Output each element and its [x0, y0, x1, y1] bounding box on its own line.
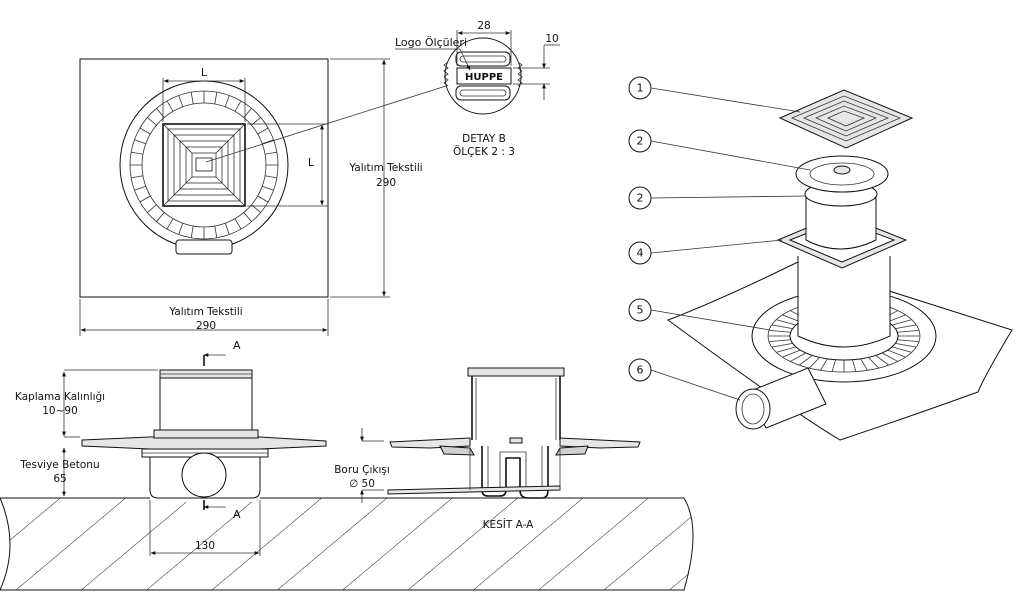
svg-text:2: 2 — [637, 135, 644, 148]
concrete-ground — [0, 497, 694, 591]
svg-text:1: 1 — [637, 82, 644, 95]
insulation-bottom-label: Yalıtım Tekstili — [168, 306, 242, 318]
coating-label: Kaplama Kalınlığı — [15, 391, 105, 403]
svg-text:6: 6 — [637, 364, 644, 377]
top-view: L L Yalıtım Tekstili 290 Yalıtım Tekstil… — [79, 58, 447, 336]
detail-b-title: DETAY B — [462, 133, 506, 145]
side-riser — [159, 369, 253, 439]
flange-ribs — [130, 91, 278, 239]
detail-b-leader — [205, 85, 447, 163]
exploded-view: 1 2 2 4 5 6 — [628, 76, 1013, 441]
logo-box — [456, 67, 512, 85]
exploded-pipe — [735, 388, 771, 430]
dim-10-label: 10 — [545, 33, 558, 45]
outlet-label: Boru Çıkışı — [334, 464, 390, 476]
side-view: A A Kaplama Kalınlığı 10~90 Tesviye Beto… — [15, 339, 327, 556]
svg-text:4: 4 — [637, 247, 644, 260]
ground-hatch — [0, 497, 694, 591]
dim-L-horizontal-label: L — [201, 66, 208, 79]
section-view: Boru Çıkışı ∅ 50 KESİT A-A — [334, 367, 641, 531]
drain-grate — [162, 123, 246, 207]
section-marker-top: A — [233, 339, 241, 352]
logo-text: HUPPE — [465, 72, 503, 83]
section-title: KESİT A-A — [483, 518, 535, 531]
balloon-2a: 2 — [628, 129, 811, 171]
dim-130-label: 130 — [195, 540, 215, 552]
balloon-1: 1 — [628, 76, 801, 113]
balloon-2b: 2 — [628, 186, 807, 210]
exploded-grate — [778, 89, 914, 149]
logo-label: Logo Ölçüleri — [395, 36, 467, 49]
coating-value: 10~90 — [42, 405, 78, 417]
screed-label: Tesviye Betonu — [19, 459, 99, 471]
detail-b: HUPPE 28 10 Logo Ölçüleri DETAY B ÖLÇEK … — [395, 20, 560, 158]
outlet-value: ∅ 50 — [349, 478, 375, 490]
balloon-5: 5 — [628, 298, 771, 331]
svg-text:2: 2 — [637, 192, 644, 205]
insulation-bottom-value: 290 — [196, 320, 216, 332]
svg-text:5: 5 — [637, 304, 644, 317]
screed-value: 65 — [53, 473, 66, 485]
outlet-tab — [175, 239, 233, 255]
outlet-pipe — [181, 452, 227, 498]
dim-L-vertical-label: L — [308, 156, 315, 169]
section-marker-bottom: A — [233, 508, 241, 521]
insulation-right-value: 290 — [376, 177, 396, 189]
dim-28-label: 28 — [477, 20, 490, 32]
insulation-sheet — [79, 58, 329, 298]
balloon-4: 4 — [628, 239, 783, 265]
side-flange — [81, 436, 327, 450]
section-trap — [481, 446, 549, 499]
detail-b-scale: ÖLÇEK 2 : 3 — [453, 145, 515, 158]
balloon-6: 6 — [628, 358, 741, 401]
insulation-right-label: Yalıtım Tekstili — [348, 162, 422, 174]
